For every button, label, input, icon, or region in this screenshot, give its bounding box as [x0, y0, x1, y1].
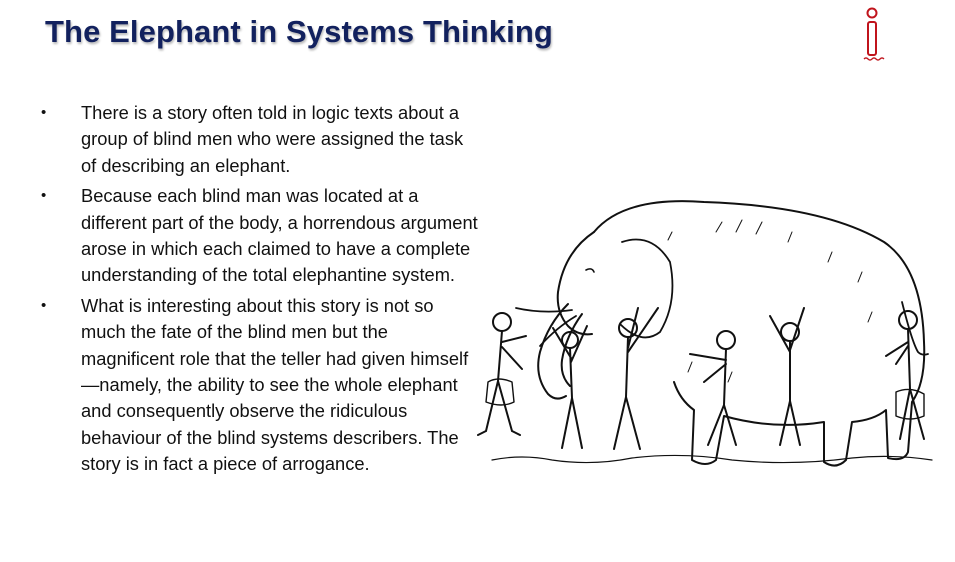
bullet-glyph: •	[41, 296, 47, 314]
blind-men-elephant-illustration	[477, 200, 933, 467]
bullet-item: • What is interesting about this story i…	[40, 293, 480, 478]
bullet-glyph: •	[41, 104, 47, 121]
slide-title: The Elephant in Systems Thinking	[45, 14, 553, 49]
bullet-text: There is a story often told in logic tex…	[81, 102, 464, 176]
info-logo-icon	[863, 7, 885, 61]
bullet-text: Because each blind man was located at a …	[81, 185, 478, 286]
bullet-item: • Because each blind man was located at …	[40, 183, 480, 289]
bullet-item: • There is a story often told in logic t…	[40, 100, 480, 179]
bullet-glyph: •	[41, 187, 47, 205]
bullet-list: • There is a story often told in logic t…	[40, 100, 480, 482]
bullet-text: What is interesting about this story is …	[81, 294, 469, 475]
